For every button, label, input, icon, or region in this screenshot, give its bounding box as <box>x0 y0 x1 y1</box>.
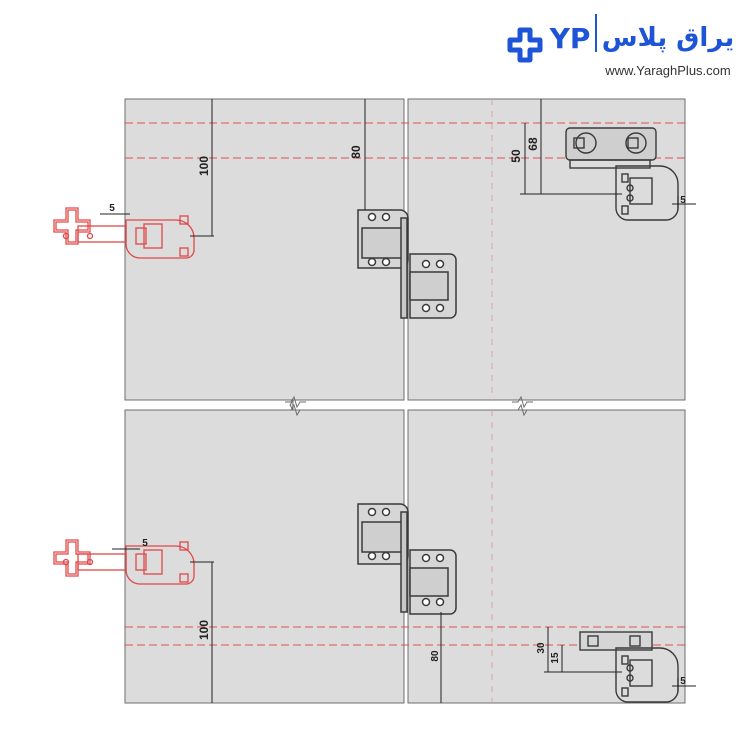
top-center-hinge <box>357 209 457 319</box>
dim-label-top-center-80: 80 <box>349 145 363 159</box>
bottom-center-hinge <box>357 503 457 615</box>
logo-text-latin: YP <box>549 22 591 55</box>
break-mark-left-bottom <box>285 403 306 417</box>
dim-label-bottom-right-5: 5 <box>680 676 686 687</box>
website-url: www.YaraghPlus.com <box>604 63 730 78</box>
break-mark-right-top <box>512 395 533 409</box>
cross-plate-icon <box>53 539 91 577</box>
bottom-left-hinge <box>53 539 195 585</box>
dim-label-bottom-right-15: 15 <box>550 652 561 664</box>
bottom-right-hardware <box>579 631 679 703</box>
dim-label-bottom-right-30: 30 <box>536 642 547 654</box>
break-mark-left-top <box>285 395 306 409</box>
dim-label-bottom-center-80: 80 <box>430 650 441 662</box>
top-left-hinge <box>53 207 195 259</box>
dim-label-bottom-left-100: 100 <box>197 620 211 640</box>
brand-logo: YP یراق پلاس www.YaraghPlus.com <box>507 14 735 78</box>
dim-label-top-left-5: 5 <box>109 203 115 214</box>
dim-label-top-right-68: 68 <box>526 137 540 151</box>
top-right-hardware <box>565 127 679 221</box>
dim-label-bottom-left-5: 5 <box>142 538 148 549</box>
dim-label-top-left-100: 100 <box>197 156 211 176</box>
bottom-panels <box>124 403 686 704</box>
dim-label-top-right-5: 5 <box>680 195 686 206</box>
reference-lines <box>125 99 685 703</box>
bottom-right-panel-body <box>407 409 686 704</box>
cross-plate-icon <box>53 207 91 245</box>
logo-text-persian: یراق پلاس <box>602 23 735 53</box>
plus-icon <box>507 27 543 63</box>
dim-label-top-right-50: 50 <box>509 149 523 163</box>
break-mark-right-bottom <box>512 403 533 417</box>
